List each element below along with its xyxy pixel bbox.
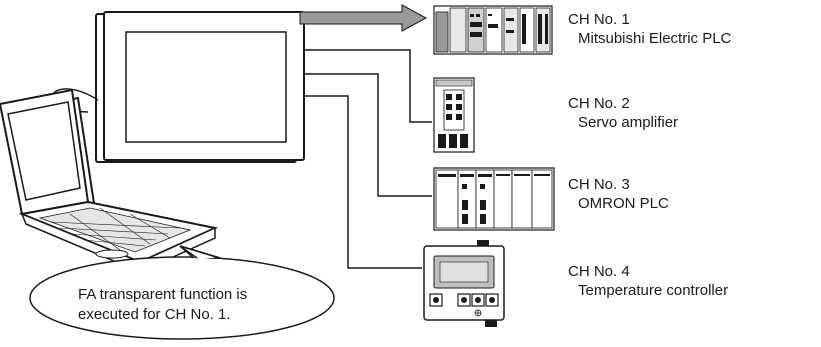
ch4-label: CH No. 4 Temperature controller (568, 262, 728, 300)
mitsubishi-plc-icon (433, 5, 553, 55)
callout-line-2: executed for CH No. 1. (78, 306, 231, 323)
ch2-number: CH No. 2 (568, 95, 630, 112)
connection-lines (304, 49, 432, 269)
ch1-label: CH No. 1 Mitsubishi Electric PLC (568, 10, 731, 48)
transparent-arrow-icon (299, 4, 428, 32)
servo-amplifier-icon (433, 77, 475, 153)
ch3-number: CH No. 3 (568, 176, 630, 193)
omron-plc-icon (433, 167, 555, 231)
callout-bubble (29, 245, 335, 340)
ch1-device: Mitsubishi Electric PLC (578, 30, 732, 47)
ch1-number: CH No. 1 (568, 11, 630, 28)
got-panel-icon (95, 11, 305, 163)
ch2-device: Servo amplifier (578, 114, 679, 131)
callout-line-1: FA transparent function is (78, 286, 248, 303)
ch4-device: Temperature controller (578, 282, 729, 299)
ch3-device: OMRON PLC (578, 195, 669, 212)
callout-text: FA transparent function is executed for … (78, 285, 318, 325)
ch3-label: CH No. 3 OMRON PLC (568, 175, 669, 213)
ch4-number: CH No. 4 (568, 263, 630, 280)
temperature-controller-icon (423, 240, 505, 327)
ch2-label: CH No. 2 Servo amplifier (568, 94, 678, 132)
